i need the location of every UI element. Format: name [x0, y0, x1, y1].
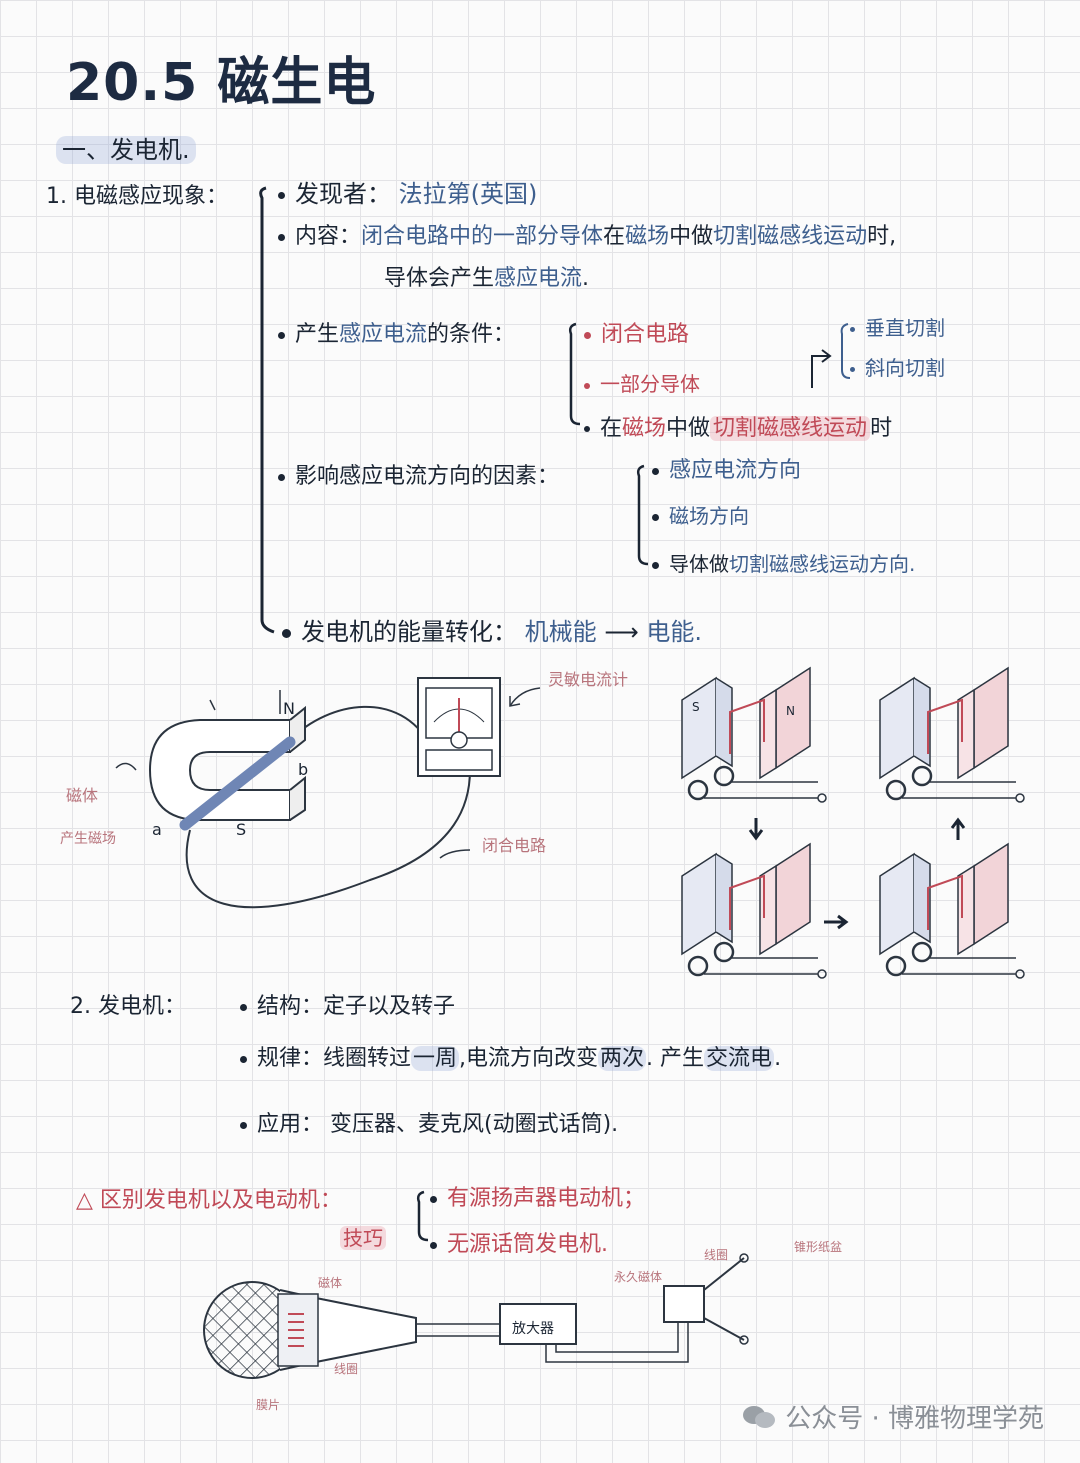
discoverer-row: 发现者： 法拉第(英国)	[278, 174, 537, 209]
circuit-label: 闭合电路	[482, 836, 547, 855]
speaker-coil-label: 线圈	[704, 1248, 729, 1262]
law-row: 规律：线圈转过一周,电流方向改变两次. 产生交流电.	[240, 1040, 781, 1072]
energy-row: 发电机的能量转化： 机械能 ⟶ 电能.	[282, 612, 702, 647]
item2-label: 2. 发电机：	[70, 994, 186, 1019]
tip-speaker: 有源扬声器电动机；	[430, 1180, 645, 1212]
amplifier-label: 放大器	[512, 1321, 554, 1337]
content-row: 内容：闭合电路中的一部分导体在磁场中做切割磁感线运动时,	[278, 218, 896, 250]
north-label: N	[283, 699, 295, 718]
factor-current-dir: 感应电流方向	[652, 452, 801, 484]
galvanometer-label: 灵敏电流计	[548, 670, 629, 689]
microphone-diagram	[203, 1253, 749, 1379]
item1-label: 1. 电磁感应现象：	[46, 184, 228, 209]
coil-rotation-diagram	[680, 666, 1026, 980]
tip-mic: 无源话筒发电机.	[430, 1226, 608, 1258]
wechat-icon	[743, 1404, 776, 1430]
cut-vertical: 垂直切割	[850, 312, 945, 341]
pole-s-label: S	[692, 700, 700, 714]
conditions-row: 产生感应电流的条件：	[278, 316, 515, 348]
factor-motion-dir: 导体做切割磁感线运动方向.	[652, 548, 915, 577]
factor-field-dir: 磁场方向	[652, 500, 749, 529]
application-row: 应用： 变压器、麦克风(动圈式话筒).	[240, 1106, 618, 1138]
generator-diagram	[115, 677, 541, 909]
permanent-magnet-label: 永久磁体	[614, 1270, 663, 1284]
cut-oblique: 斜向切割	[850, 352, 945, 381]
end-a-label: a	[152, 820, 162, 839]
mic-membrane-label: 膜片	[256, 1398, 281, 1412]
condition-closed-circuit: 闭合电路	[584, 316, 689, 348]
condition-cutting: 在磁场中做切割磁感线运动时	[584, 410, 892, 442]
conditions-bracket	[568, 322, 581, 426]
content-row-2: 导体会产生感应电流.	[384, 266, 590, 291]
tip-bracket	[416, 1190, 429, 1242]
item1-bracket	[259, 186, 275, 634]
magnet-field-label: 产生磁场	[60, 831, 116, 847]
tip-label: △ 区别发电机以及电动机：	[76, 1188, 342, 1213]
mic-coil-label: 线圈	[334, 1362, 359, 1376]
factors-bracket	[636, 464, 649, 566]
page-title: 20.5 磁生电	[66, 53, 377, 113]
south-label: S	[236, 820, 247, 839]
end-b-label: b	[298, 760, 309, 779]
watermark: 公众号 · 博雅物理学苑	[743, 1398, 1044, 1435]
cutting-arrow	[811, 323, 851, 388]
structure-row: 结构：定子以及转子	[240, 988, 455, 1020]
condition-part-conductor: 一部分导体	[584, 368, 700, 397]
section-heading: 一、发电机.	[56, 130, 196, 165]
tip-skill: 技巧	[340, 1222, 386, 1251]
cone-label: 锥形纸盆	[794, 1240, 843, 1254]
mic-magnet-label: 磁体	[318, 1276, 343, 1290]
factors-row: 影响感应电流方向的因素：	[278, 458, 559, 490]
pole-n-label: N	[786, 704, 795, 718]
magnet-label: 磁体	[66, 786, 99, 805]
